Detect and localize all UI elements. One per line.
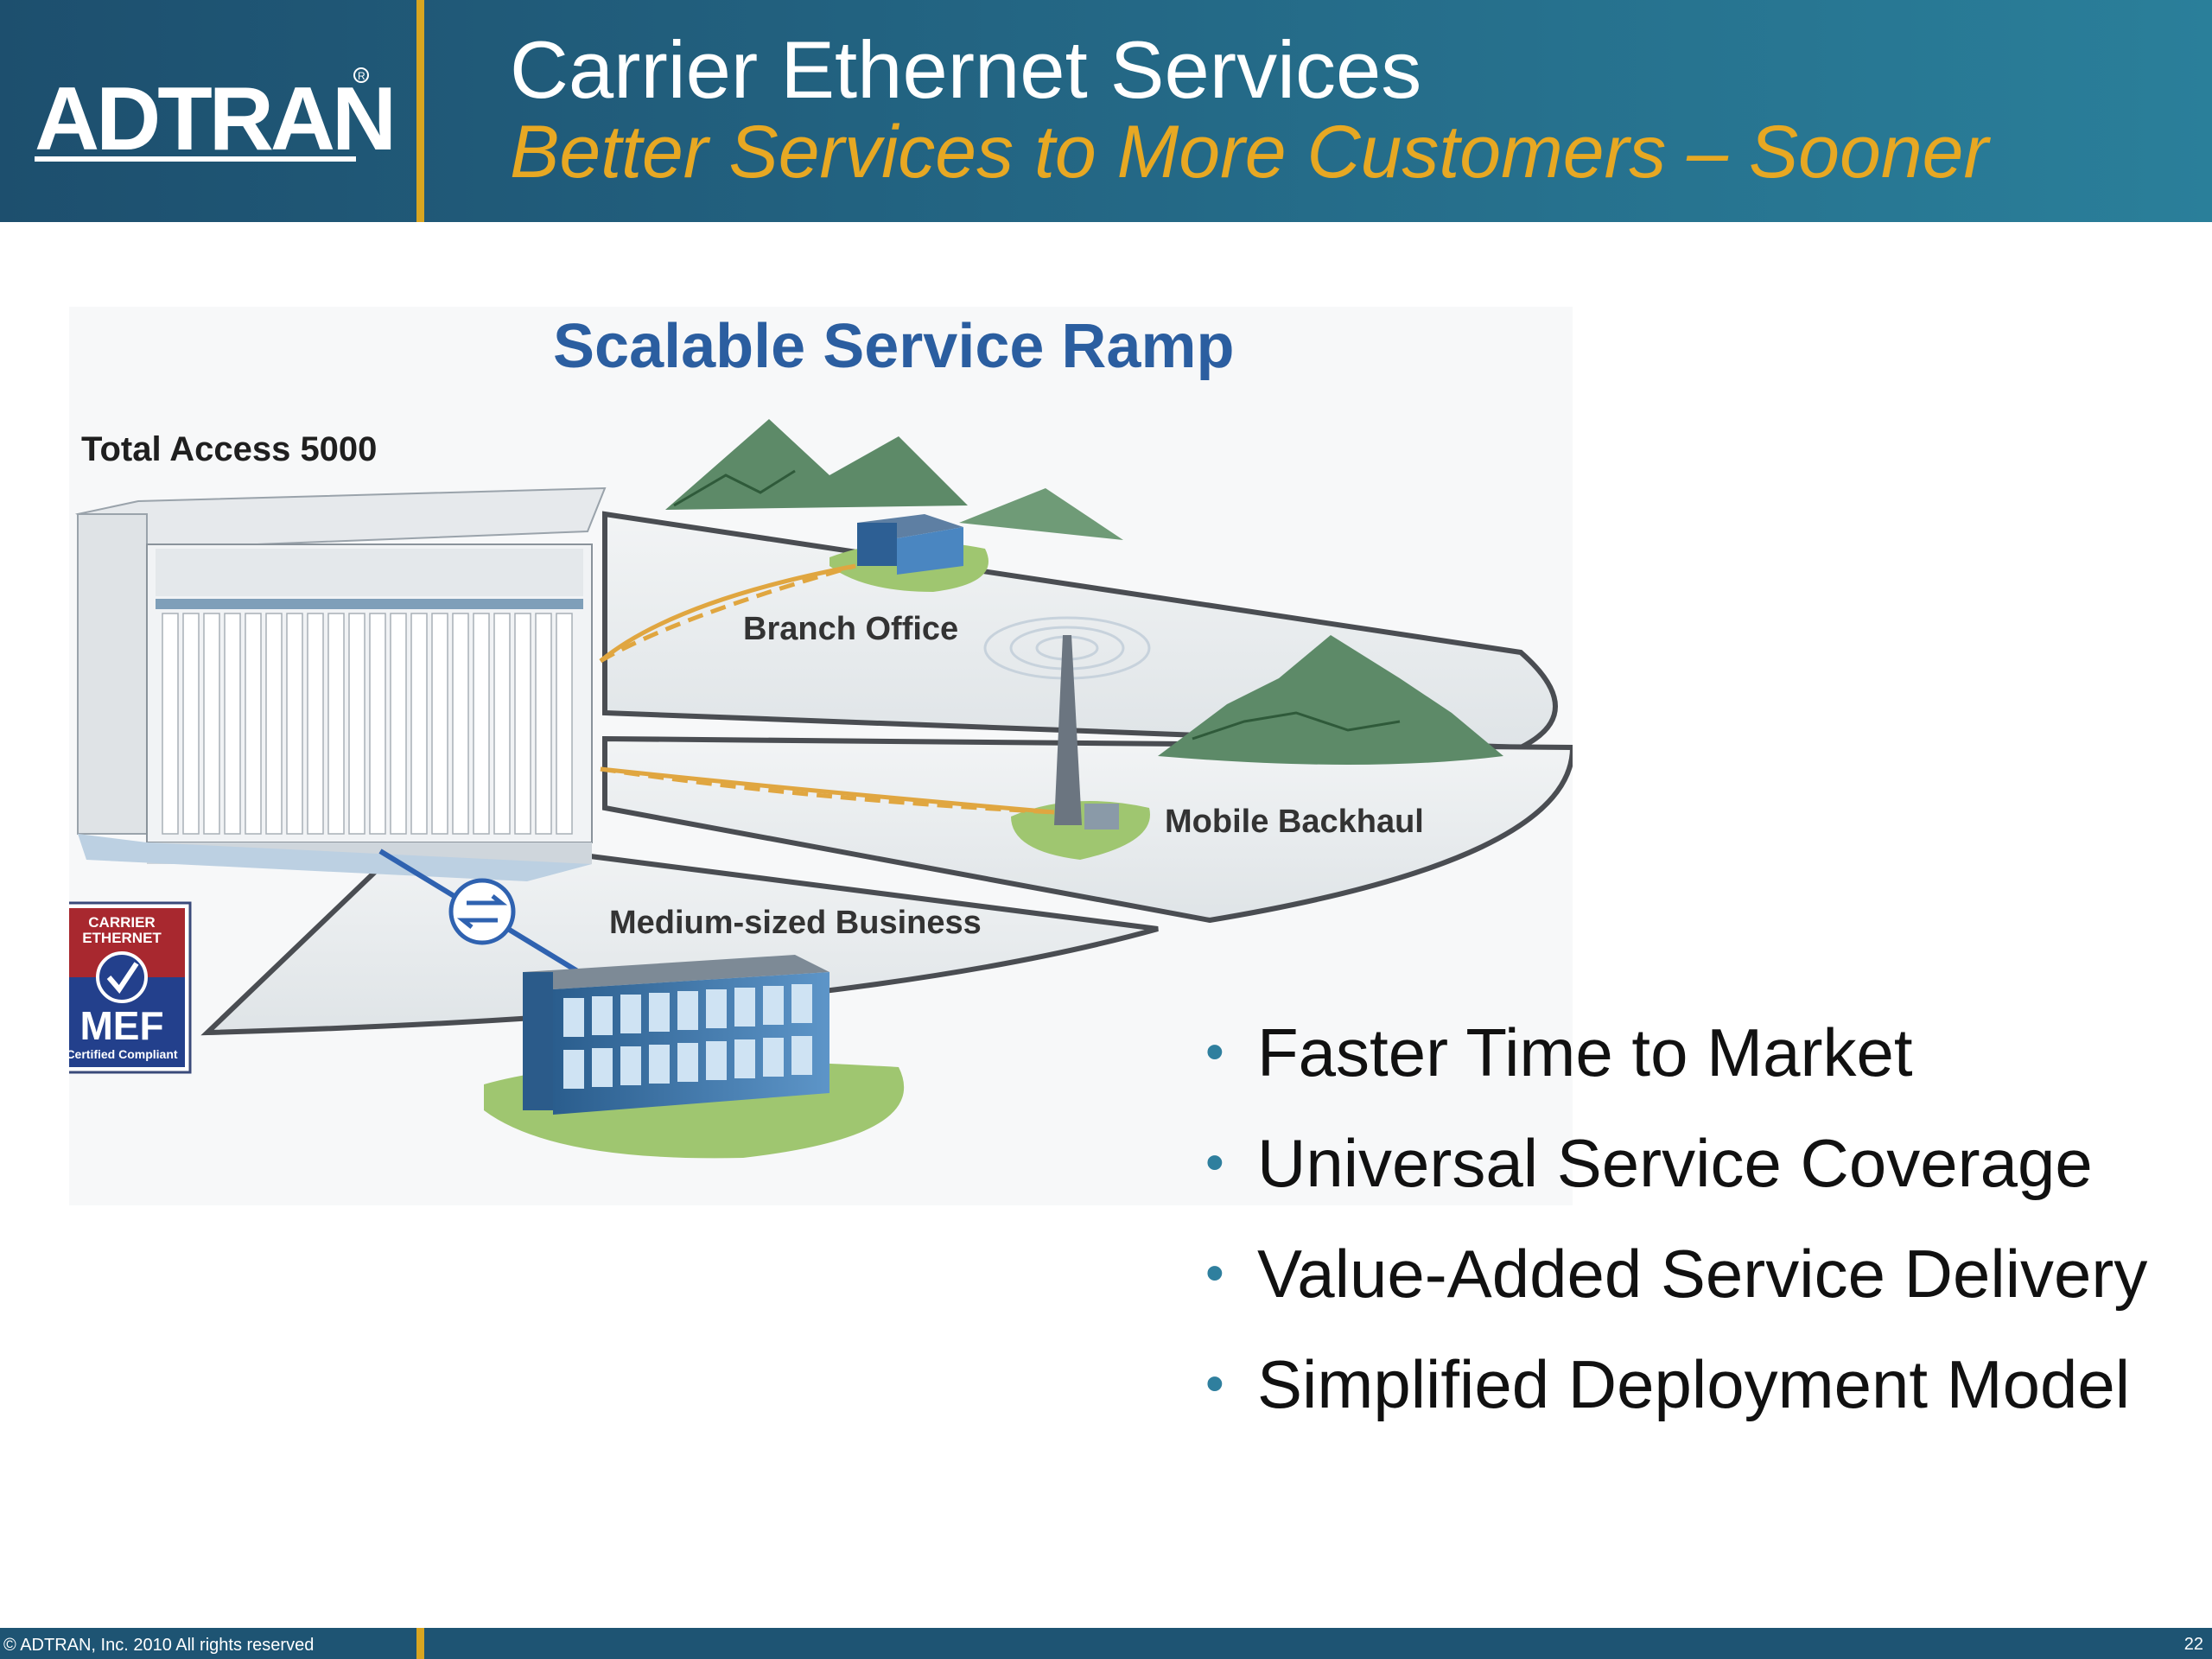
- service-ramp-diagram: CARRIER ETHERNET MEF Certified Compliant…: [69, 307, 1573, 1205]
- bullet-dot-icon: •: [1205, 1354, 1224, 1414]
- chassis-slot: [162, 613, 179, 835]
- badge-ethernet-text: ETHERNET: [82, 930, 162, 946]
- bullet-dot-icon: •: [1205, 1243, 1224, 1303]
- copyright-text: © ADTRAN, Inc. 2010 All rights reserved: [3, 1636, 315, 1655]
- chassis-slot: [390, 613, 407, 835]
- building-window: [592, 996, 613, 1035]
- medium-business-label: Medium-sized Business: [609, 905, 982, 941]
- mobile-backhaul-label: Mobile Backhaul: [1165, 804, 1424, 840]
- header-divider: [416, 0, 424, 222]
- adtran-logo: ADTRAN R: [35, 67, 397, 169]
- bullet-dot-icon: •: [1205, 1022, 1224, 1082]
- chassis-slot: [286, 613, 303, 835]
- building-window: [620, 995, 641, 1033]
- building-window: [734, 1039, 755, 1078]
- building-window: [592, 1048, 613, 1087]
- chassis-slot: [307, 613, 324, 835]
- building-window: [706, 1041, 727, 1080]
- building-window: [677, 1043, 698, 1082]
- cable-branch-twist: [599, 563, 856, 664]
- chassis-slot: [203, 613, 220, 835]
- building-window: [706, 989, 727, 1028]
- bullet-item: • Simplified Deployment Model: [1197, 1347, 2190, 1421]
- page-title: Carrier Ethernet Services: [510, 24, 1422, 115]
- building-window: [563, 998, 584, 1037]
- switch-icon: [448, 878, 516, 945]
- medium-business-building: [523, 955, 830, 1115]
- building-window: [649, 1045, 670, 1084]
- chassis-slot: [473, 613, 490, 835]
- bullet-text: Faster Time to Market: [1257, 1014, 1913, 1090]
- chassis-slot: [410, 613, 428, 835]
- branch-office-label: Branch Office: [743, 611, 958, 647]
- chassis-slot: [556, 613, 573, 835]
- chassis-slot: [265, 613, 283, 835]
- chassis-slot: [348, 613, 365, 835]
- bullet-text: Value-Added Service Delivery: [1257, 1236, 2148, 1312]
- chassis-slot: [245, 613, 262, 835]
- badge-certified-text: Certified Compliant: [69, 1047, 178, 1061]
- chassis-slots: [162, 613, 573, 835]
- building-window: [677, 991, 698, 1030]
- chassis-slot: [493, 613, 511, 835]
- benefits-list: • Faster Time to Market • Universal Servic…: [1197, 1015, 2190, 1458]
- bullet-item: • Faster Time to Market: [1197, 1015, 2190, 1090]
- header-bar: ADTRAN R Carrier Ethernet Services Bette…: [0, 0, 2212, 222]
- bullet-item: • Universal Service Coverage: [1197, 1126, 2190, 1200]
- mef-certified-badge: CARRIER ETHERNET MEF Certified Compliant: [69, 901, 192, 1074]
- bullet-dot-icon: •: [1205, 1133, 1224, 1192]
- chassis-slot: [224, 613, 241, 835]
- building-window: [734, 988, 755, 1027]
- logo-text: ADTRAN: [35, 69, 393, 169]
- building-window: [791, 984, 812, 1023]
- chassis-slot: [182, 613, 200, 835]
- page-number: 22: [2183, 1635, 2203, 1654]
- building-window: [563, 1050, 584, 1089]
- bullet-item: • Value-Added Service Delivery: [1197, 1236, 2190, 1311]
- chassis-slot: [369, 613, 386, 835]
- chassis-slot: [452, 613, 469, 835]
- chassis-slot: [535, 613, 552, 835]
- footer-bar: © ADTRAN, Inc. 2010 All rights reserved …: [0, 1628, 2212, 1659]
- badge-mef-text: MEF: [79, 1003, 163, 1048]
- footer-divider: [416, 1628, 424, 1659]
- device-label: Total Access 5000: [81, 430, 377, 468]
- chassis-slot: [327, 613, 345, 835]
- building-window: [791, 1036, 812, 1075]
- building-window: [620, 1046, 641, 1085]
- cable-mobile-twist: [600, 766, 1055, 815]
- diagram-title: Scalable Service Ramp: [553, 312, 1234, 381]
- svg-text:R: R: [358, 70, 365, 82]
- bullet-text: Universal Service Coverage: [1257, 1125, 2093, 1201]
- mountains-right: [1158, 635, 1503, 765]
- badge-carrier-text: CARRIER: [88, 914, 155, 931]
- checkmark-icon: [106, 962, 139, 994]
- chassis-slot: [431, 613, 448, 835]
- building-window: [649, 993, 670, 1032]
- building-window: [763, 1038, 784, 1077]
- mountains-top: [665, 419, 1123, 540]
- chassis-slot: [514, 613, 531, 835]
- cable-branch: [599, 563, 856, 663]
- bullet-text: Simplified Deployment Model: [1257, 1346, 2131, 1422]
- branch-office-building: [857, 514, 963, 575]
- cell-tower: [983, 616, 1151, 860]
- page-subtitle: Better Services to More Customers – Soon…: [510, 111, 1989, 194]
- building-window: [763, 986, 784, 1025]
